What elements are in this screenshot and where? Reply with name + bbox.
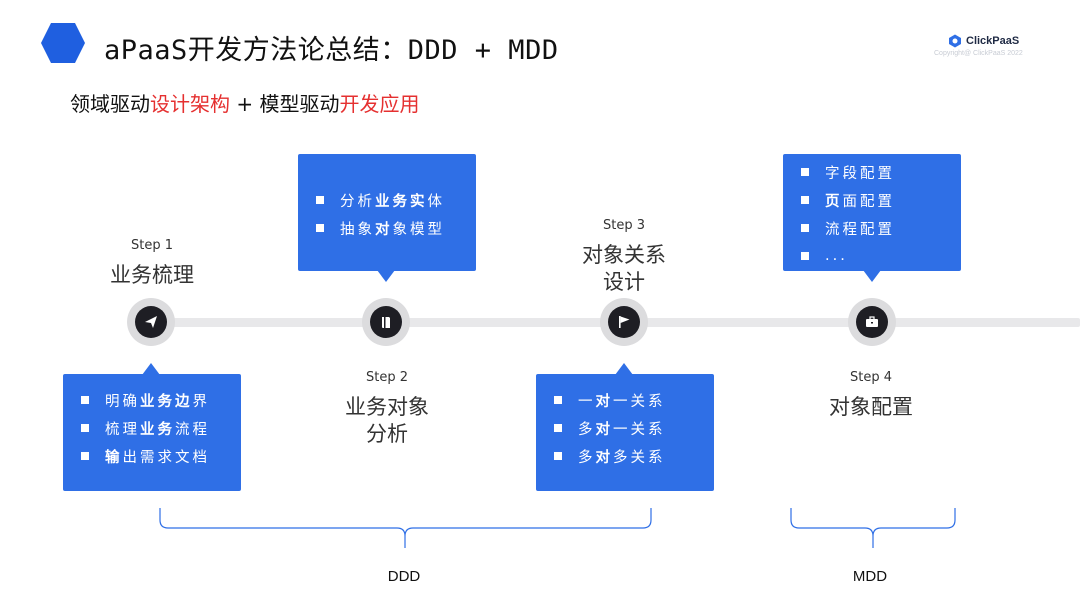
page-subtitle: 领域驱动设计架构 + 模型驱动开发应用 (70, 88, 419, 117)
callout-step-2: 分析业务实体 抽象对象模型 (298, 154, 476, 271)
ddd-label: DDD (387, 568, 421, 585)
step-2-name: 业务对象 分析 (307, 394, 467, 448)
callout-item: 梳理业务流程 (81, 414, 241, 442)
step-3-name-line-2: 设计 (603, 270, 645, 294)
step-4-node (848, 298, 896, 346)
hexagon-logo-icon (41, 23, 85, 63)
step-3-node (600, 298, 648, 346)
callout-item: 多对多关系 (554, 442, 714, 470)
step-3-name-line-1: 对象关系 (582, 243, 666, 267)
callout-step-3: 一对一关系 多对一关系 多对多关系 (536, 374, 714, 491)
bullet-icon (316, 224, 324, 232)
callout-item: 流程配置 (801, 214, 961, 242)
subtitle-part-3: + 模型驱动 (230, 92, 340, 116)
step-3-name: 对象关系 设计 (544, 242, 704, 296)
copyright-text: Copyright@ ClickPaaS 2022 (934, 50, 1023, 57)
bullet-icon (801, 168, 809, 176)
callout-item: 多对一关系 (554, 414, 714, 442)
subtitle-highlight-1: 设计架构 (150, 92, 230, 116)
callout-item: 一对一关系 (554, 386, 714, 414)
callout-step-1: 明确业务边界 梳理业务流程 输出需求文档 (63, 374, 241, 491)
bullet-icon (316, 196, 324, 204)
callout-item: 明确业务边界 (81, 386, 241, 414)
bullet-icon (554, 424, 562, 432)
step-4-label: Step 4 (849, 370, 892, 385)
callout-item: 输出需求文档 (81, 442, 241, 470)
step-2-label: Step 2 (365, 370, 408, 385)
subtitle-highlight-2: 开发应用 (339, 92, 420, 116)
step-4-name: 对象配置 (829, 395, 913, 419)
callout-item: 页面配置 (801, 186, 961, 214)
callout-4-pointer (863, 270, 881, 282)
step-3-label: Step 3 (602, 218, 645, 233)
step-1-node (127, 298, 175, 346)
bullet-icon (81, 452, 89, 460)
step-2-node (362, 298, 410, 346)
page-title: aPaaS开发方法论总结：DDD + MDD (104, 35, 559, 66)
step-2-name-line-1: 业务对象 (345, 395, 429, 419)
bullet-icon (801, 224, 809, 232)
flag-icon (619, 316, 630, 328)
bullet-icon (81, 424, 89, 432)
ddd-brace (159, 508, 652, 548)
bullet-icon (801, 196, 809, 204)
paper-plane-icon (145, 316, 157, 328)
step-1-label: Step 1 (130, 238, 173, 253)
bullet-icon (554, 452, 562, 460)
brand-logo: ClickPaaS (948, 34, 1019, 48)
callout-step-4: 字段配置 页面配置 流程配置 ... (783, 154, 961, 271)
bullet-icon (801, 252, 809, 260)
step-2-name-line-2: 分析 (366, 422, 408, 446)
mdd-label: MDD (852, 568, 888, 585)
bullet-icon (81, 396, 89, 404)
callout-item: 分析业务实体 (316, 186, 476, 214)
briefcase-icon (866, 316, 878, 327)
callout-item: 字段配置 (801, 158, 961, 186)
mdd-brace (790, 508, 956, 548)
book-icon (382, 317, 390, 328)
callout-2-pointer (377, 270, 395, 282)
callout-3-pointer (615, 363, 633, 375)
callout-item: ... (801, 242, 961, 270)
step-1-name: 业务梳理 (110, 263, 194, 287)
bullet-icon (554, 396, 562, 404)
subtitle-part-1: 领域驱动 (70, 92, 150, 116)
callout-1-pointer (142, 363, 160, 375)
callout-item: 抽象对象模型 (316, 214, 476, 242)
clickpaas-logo-icon (949, 34, 961, 48)
brand-name: ClickPaaS (966, 35, 1020, 47)
